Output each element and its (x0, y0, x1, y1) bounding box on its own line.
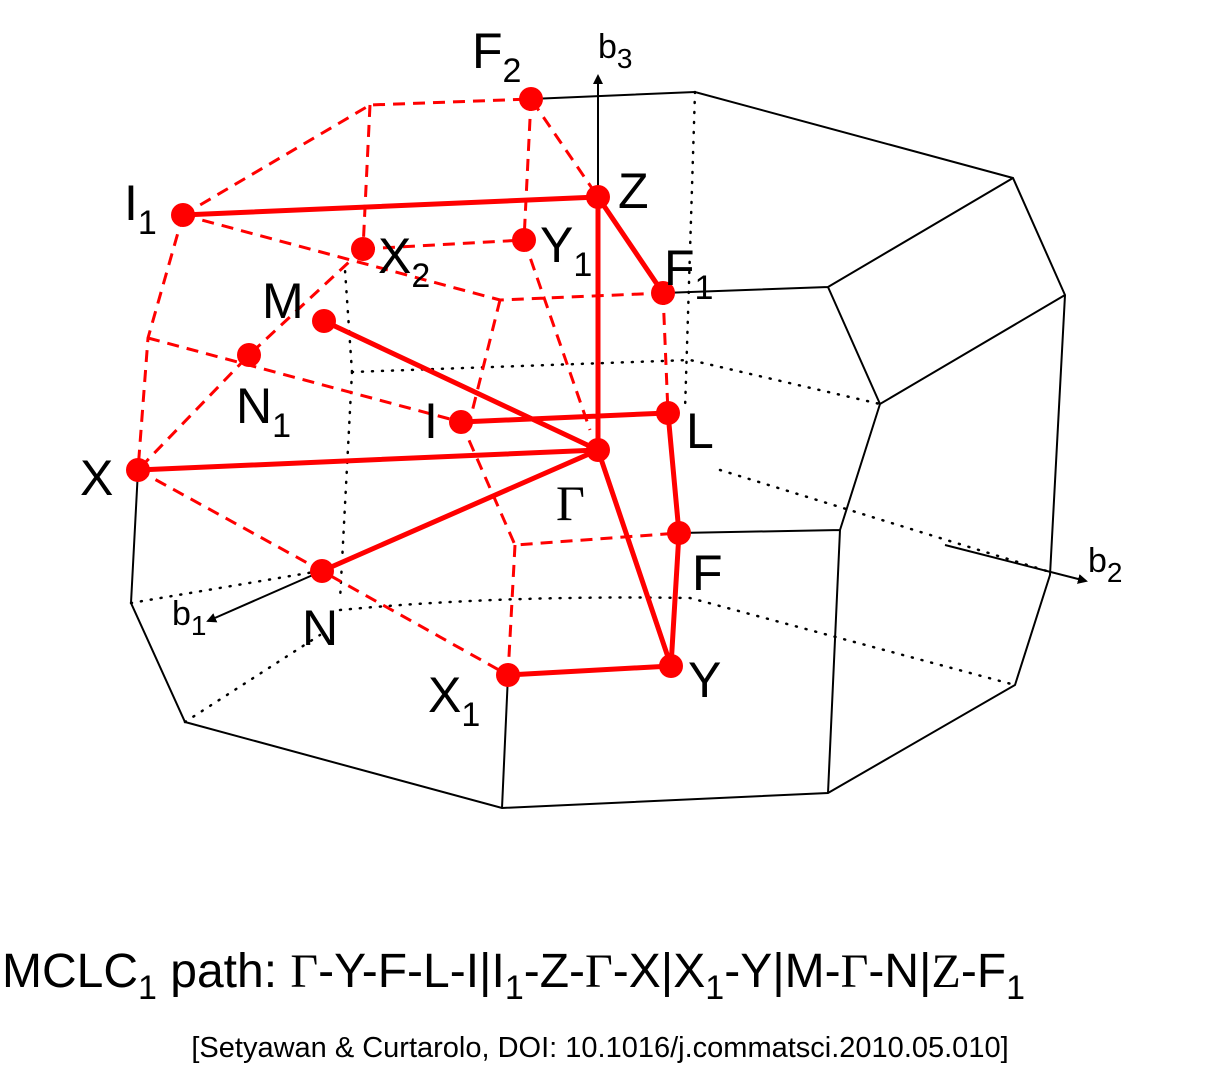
point-6 (312, 309, 336, 333)
point-label: F (692, 545, 723, 601)
point-9 (656, 401, 680, 425)
axis-label-b2: b2 (1088, 542, 1123, 588)
reciprocal-axes (206, 74, 1088, 623)
point-label: Y1 (540, 217, 592, 284)
point-label: N1 (236, 378, 291, 445)
high-symmetry-points (126, 87, 691, 687)
point-13 (310, 559, 334, 583)
point-7 (237, 343, 261, 367)
dashed-red-edges (136, 97, 680, 677)
point-14 (496, 663, 520, 687)
point-5 (651, 281, 675, 305)
point-label: Γ (556, 475, 585, 531)
point-label: F1 (664, 240, 713, 307)
point-label: Z (618, 163, 649, 219)
point-label: L (686, 403, 714, 459)
point-12 (667, 521, 691, 545)
axis-label-b1: b1 (172, 595, 207, 641)
axis-labels: b1 b2 b3 (172, 28, 1123, 641)
path-title: MCLC1 path: Γ-Y-F-L-I|I1-Z-Γ-X|X1-Y|M-Γ-… (2, 945, 1025, 1007)
point-11 (126, 458, 150, 482)
point-8 (449, 410, 473, 434)
point-label: Y (688, 652, 721, 708)
point-0 (519, 87, 543, 111)
zone-edges (129, 90, 1067, 810)
point-label: X (80, 450, 113, 506)
axis-label-b3: b3 (598, 28, 633, 74)
point-label: F2 (472, 23, 521, 90)
point-15 (659, 654, 683, 678)
b1-axis (206, 570, 323, 623)
point-3 (351, 237, 375, 261)
citation: [Setyawan & Curtarolo, DOI: 10.1016/j.co… (191, 1032, 1008, 1064)
point-10 (586, 438, 610, 462)
point-4 (512, 228, 536, 252)
point-2 (171, 203, 195, 227)
point-label: I (424, 393, 438, 449)
point-label: X2 (378, 228, 430, 295)
zone-hidden-edges (129, 90, 1052, 724)
point-label: M (262, 273, 304, 329)
b2-axis (944, 544, 1088, 584)
point-1 (586, 185, 610, 209)
point-label: I1 (124, 175, 157, 242)
point-label: X1 (428, 667, 480, 734)
point-label: N (302, 600, 338, 656)
